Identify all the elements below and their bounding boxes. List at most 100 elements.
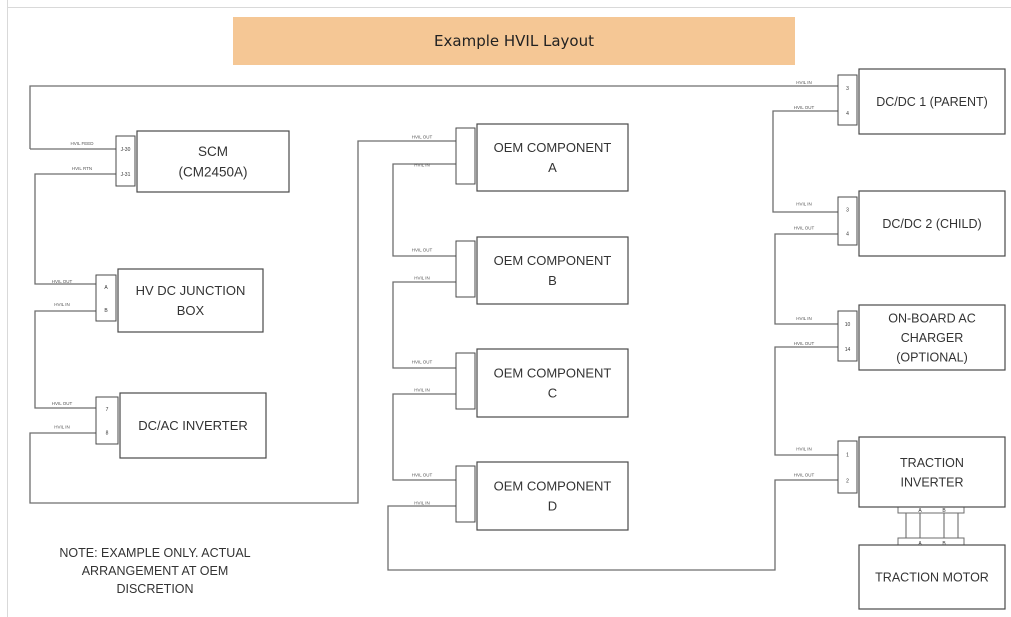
component-box-dc-dc-1-parent xyxy=(858,68,1006,135)
wire-label: HVIL IN xyxy=(414,163,430,168)
frame-left-border xyxy=(7,0,8,617)
connector-oem-component-d xyxy=(455,465,476,523)
wire-label: HVIL IN xyxy=(796,80,812,85)
connector-pin-label: 3 xyxy=(846,207,849,213)
connector-dc-dc-2-child xyxy=(837,196,858,246)
wire-label: HVIL IN xyxy=(414,276,430,281)
hvil-wire xyxy=(392,393,456,481)
wire-label: HVIL FEED xyxy=(70,141,94,146)
diagram-note: NOTE: EXAMPLE ONLY. ACTUAL ARRANGEMENT A… xyxy=(59,546,251,596)
hvil-wire xyxy=(387,479,838,571)
connector-pin-label: 14 xyxy=(845,347,851,353)
wire-label: HVIL RTN xyxy=(72,166,92,171)
wire-label: HVIL OUT xyxy=(412,473,433,478)
component-label-oem-component-a: A xyxy=(548,160,557,175)
connector-pin-label: 1 xyxy=(846,453,849,459)
connector-pin-label: 2 xyxy=(846,479,849,485)
wire-label: HVIL OUT xyxy=(794,225,815,230)
component-box-dc-ac-inverter xyxy=(119,392,267,459)
connector-pin-label: J-30 xyxy=(121,147,131,153)
component-box-traction-motor xyxy=(858,544,1006,610)
connector-pin-label: 4 xyxy=(846,111,849,117)
wire-label: HVIL IN xyxy=(414,501,430,506)
component-label-traction-inverter: INVERTER xyxy=(901,475,964,489)
component-box-scm xyxy=(136,130,290,193)
motor-link-pin-label: A xyxy=(918,508,922,514)
component-label-dc-dc-1-parent: DC/DC 1 (PARENT) xyxy=(876,95,988,109)
component-label-scm: SCM xyxy=(198,144,228,159)
connector-dc-dc-1-parent xyxy=(837,74,858,126)
wire-label: HVIL OUT xyxy=(794,341,815,346)
connector-scm xyxy=(115,135,136,187)
component-box-hv-dc-junction-box xyxy=(117,268,264,333)
hvil-wire xyxy=(29,85,838,149)
component-box-oem-component-a xyxy=(476,123,629,192)
connector-oem-component-c xyxy=(455,352,476,410)
connector-hv-dc-junction-box xyxy=(95,274,117,322)
hvil-wire xyxy=(774,233,838,325)
component-label-oem-component-d: D xyxy=(548,499,557,514)
connector-pin-label: 4 xyxy=(846,231,849,237)
diagram-title: Example HVIL Layout xyxy=(233,17,795,65)
component-label-oem-component-c: OEM COMPONENT xyxy=(494,366,612,381)
wire-label: HVIL OUT xyxy=(52,279,73,284)
wire-label: HVIL OUT xyxy=(794,105,815,110)
wire-label: HVIL OUT xyxy=(412,248,433,253)
component-label-oem-component-a: OEM COMPONENT xyxy=(494,140,612,155)
component-label-on-board-ac-charger: (OPTIONAL) xyxy=(896,351,968,365)
component-label-traction-inverter: TRACTION xyxy=(900,456,964,470)
wire-label: HVIL IN xyxy=(414,388,430,393)
component-label-oem-component-b: OEM COMPONENT xyxy=(494,253,612,268)
frame-top-border xyxy=(7,7,1011,8)
wire-label: HVIL IN xyxy=(54,302,70,307)
component-label-on-board-ac-charger: ON-BOARD AC xyxy=(888,312,976,326)
connector-pin-label: A xyxy=(104,285,108,291)
wire-label: HVIL OUT xyxy=(52,401,73,406)
wire-label: HVIL IN xyxy=(54,425,70,430)
component-box-on-board-ac-charger xyxy=(858,304,1006,371)
hvil-wire xyxy=(34,173,116,285)
component-label-oem-component-d: OEM COMPONENT xyxy=(494,479,612,494)
connector-pin-label: 10 xyxy=(845,322,851,328)
component-label-traction-motor: TRACTION MOTOR xyxy=(875,571,989,585)
wire-label: HVIL IN xyxy=(796,316,812,321)
component-label-on-board-ac-charger: CHARGER xyxy=(901,331,964,345)
connector-pin-label: 7 xyxy=(106,407,109,413)
hvil-wire xyxy=(772,110,838,213)
component-label-scm: (CM2450A) xyxy=(178,165,247,180)
motor-link-pin-label: B xyxy=(942,541,946,547)
connector-on-board-ac-charger xyxy=(837,310,858,362)
connector-pin-label: J-31 xyxy=(121,172,131,178)
component-label-hv-dc-junction-box: BOX xyxy=(177,303,205,318)
connector-pin-label: 3 xyxy=(846,86,849,92)
component-box-oem-component-d xyxy=(476,461,629,531)
hvil-wire xyxy=(34,310,96,409)
wire-label: HVIL OUT xyxy=(794,473,815,478)
hvil-wire xyxy=(774,346,838,456)
wire-label: HVIL OUT xyxy=(412,360,433,365)
component-box-dc-dc-2-child xyxy=(858,190,1006,257)
connector-oem-component-b xyxy=(455,240,476,298)
connector-traction-inverter xyxy=(837,440,858,494)
component-label-dc-ac-inverter: DC/AC INVERTER xyxy=(138,418,248,433)
hvil-wire xyxy=(392,281,456,369)
motor-link-pin-label: B xyxy=(942,508,946,514)
connector-pin-label: B xyxy=(104,308,108,314)
component-label-oem-component-c: C xyxy=(548,386,557,401)
component-label-hv-dc-junction-box: HV DC JUNCTION xyxy=(136,283,246,298)
wire-label: HVIL IN xyxy=(796,447,812,452)
wire-label: HVIL OUT xyxy=(412,135,433,140)
component-box-oem-component-c xyxy=(476,348,629,418)
hvil-wire xyxy=(392,163,456,257)
hvil-wire xyxy=(29,140,456,504)
connector-oem-component-a xyxy=(455,127,476,185)
wire-label: HVIL IN xyxy=(796,201,812,206)
connector-pin-label: 8 xyxy=(106,431,109,437)
component-label-dc-dc-2-child: DC/DC 2 (CHILD) xyxy=(882,217,981,231)
connector-dc-ac-inverter xyxy=(95,396,119,445)
component-label-oem-component-b: B xyxy=(548,273,557,288)
component-box-traction-inverter xyxy=(858,436,1006,508)
motor-link-pin-label: A xyxy=(918,541,922,547)
component-box-oem-component-b xyxy=(476,236,629,305)
